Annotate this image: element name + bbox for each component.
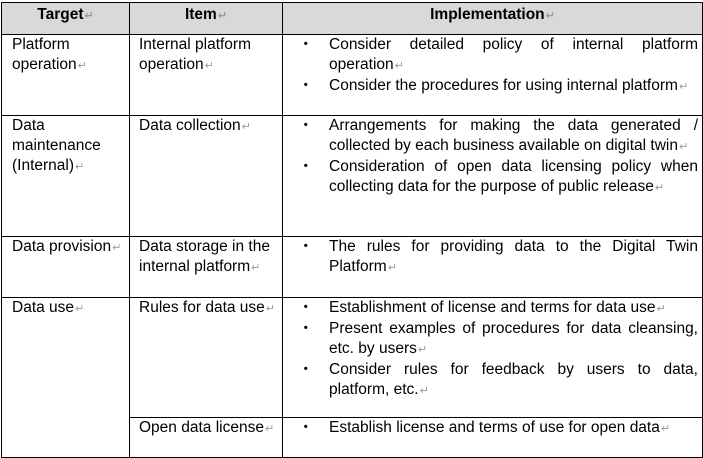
table-row: Data maintenance (Internal)↵ Data collec… <box>1 115 703 237</box>
item-cell: Data storage in the internal platform↵ <box>129 236 283 298</box>
list-item: ・Arrangements for making the data genera… <box>298 117 698 154</box>
list-item: ・Establishment of license and terms for … <box>298 299 666 316</box>
bullet-icon: ・ <box>298 77 314 94</box>
target-cell: Platform operation↵ <box>1 34 130 116</box>
bullet-icon: ・ <box>298 117 314 134</box>
target-cell: Data provision↵ <box>1 236 130 298</box>
item-cell: Open data license↵ <box>129 417 283 458</box>
implementation-cell: ・Establish license and terms of use for … <box>282 417 703 458</box>
implementation-cell: ・The rules for providing data to the Dig… <box>282 236 703 298</box>
list-item: ・Consideration of open data licensing po… <box>298 158 698 195</box>
list-item: ・Consider detailed policy of internal pl… <box>298 36 698 73</box>
table-row: Data provision↵ Data storage in the inte… <box>1 236 703 298</box>
header-target: Target↵ <box>1 2 130 35</box>
implementation-cell: ・Establishment of license and terms for … <box>282 297 703 418</box>
header-implementation: Implementation↵ <box>282 2 703 35</box>
bullet-icon: ・ <box>298 299 314 316</box>
bullet-icon: ・ <box>298 361 314 378</box>
list-item: ・Consider rules for feedback by users to… <box>298 361 698 398</box>
implementation-cell: ・Consider detailed policy of internal pl… <box>282 34 703 116</box>
item-cell: Rules for data use↵ <box>129 297 283 418</box>
table-header-row: Target↵ Item↵ Implementation↵ <box>1 2 703 35</box>
target-cell: Data maintenance (Internal)↵ <box>1 115 130 237</box>
table-row: Data use↵ Rules for data use↵ ・Establish… <box>1 297 703 458</box>
bullet-icon: ・ <box>298 36 314 53</box>
bullet-icon: ・ <box>298 320 314 337</box>
list-item: ・Establish license and terms of use for … <box>298 419 671 436</box>
table-row: Open data license↵ ・Establish license an… <box>2 417 703 458</box>
item-cell: Internal platform operation↵ <box>129 34 283 116</box>
list-item: ・Present examples of procedures for data… <box>298 320 698 357</box>
bullet-icon: ・ <box>298 419 314 436</box>
header-item: Item↵ <box>129 2 283 35</box>
implementation-cell: ・Arrangements for making the data genera… <box>282 115 703 237</box>
table-row: Platform operation↵ Internal platform op… <box>1 34 703 116</box>
item-cell: Data collection↵ <box>129 115 283 237</box>
target-cell: Data use↵ <box>1 297 130 458</box>
list-item: ・The rules for providing data to the Dig… <box>298 238 698 275</box>
bullet-icon: ・ <box>298 158 314 175</box>
bullet-icon: ・ <box>298 238 314 255</box>
list-item: ・Consider the procedures for using inter… <box>298 77 689 94</box>
